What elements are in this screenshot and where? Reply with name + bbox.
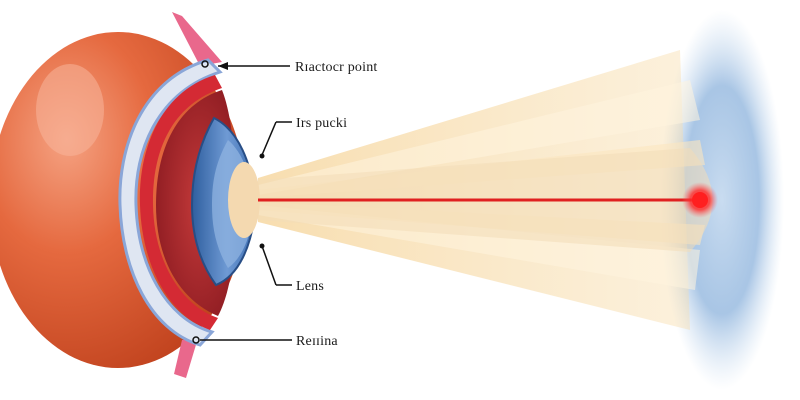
label-lens: Lens bbox=[296, 279, 324, 294]
leader-arrow bbox=[218, 62, 228, 70]
callout-marker bbox=[259, 243, 265, 249]
focal-point bbox=[692, 192, 708, 208]
pupil bbox=[228, 162, 260, 238]
callout-marker bbox=[259, 153, 265, 159]
leader-line bbox=[261, 121, 277, 156]
callout-marker bbox=[201, 60, 209, 68]
callout-retina bbox=[192, 336, 292, 344]
sclera-layer bbox=[118, 58, 223, 347]
leader-line bbox=[261, 245, 277, 286]
label-retina: Reɪɪina bbox=[296, 334, 338, 349]
callout-refraction-point bbox=[201, 60, 290, 70]
callout-lens bbox=[259, 243, 292, 286]
retina-band-top bbox=[172, 12, 222, 66]
eyeball-highlight bbox=[36, 64, 104, 156]
label-iris-pupil: Irs pucki bbox=[296, 116, 347, 131]
label-refraction-point: Rɪactocr point bbox=[295, 60, 378, 75]
callout-marker bbox=[192, 336, 200, 344]
callout-iris-pupil bbox=[259, 121, 292, 159]
retina-layer bbox=[139, 75, 222, 330]
retina-band-bottom bbox=[174, 338, 198, 378]
